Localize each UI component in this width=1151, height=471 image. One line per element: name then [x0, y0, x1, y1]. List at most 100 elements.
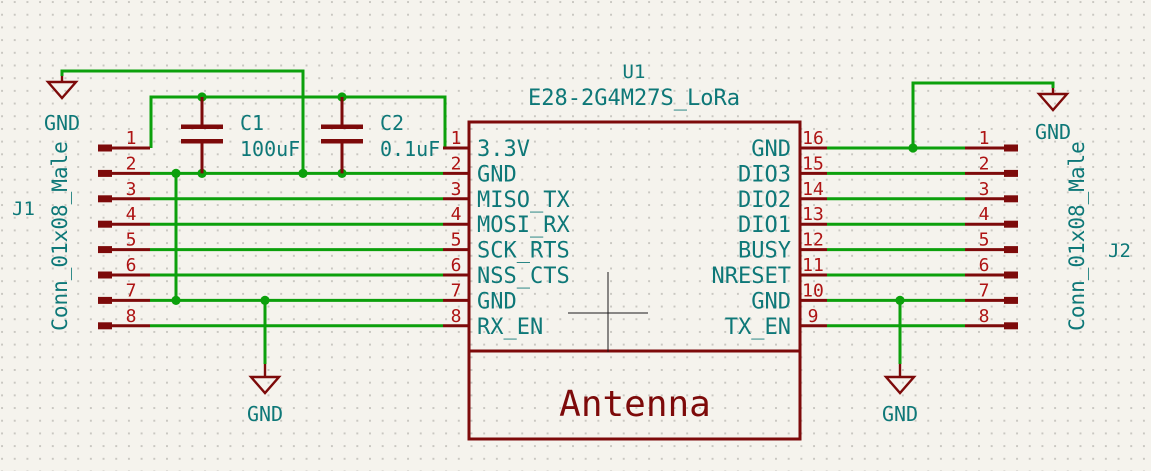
- u1-pin-number: 10: [802, 280, 824, 301]
- u1-antenna-label: Antenna: [559, 384, 711, 425]
- u1-pin-name: NRESET: [712, 264, 791, 289]
- u1-pin-number: 14: [802, 179, 824, 200]
- u1-pin-number: 6: [451, 255, 462, 276]
- u1-pin-name: TX_EN: [725, 315, 791, 340]
- j1-pin-pad: [98, 169, 112, 177]
- junction-dot[interactable]: [171, 168, 181, 178]
- u1-pin-name: GND: [751, 289, 791, 314]
- j2-pin-number: 3: [979, 179, 990, 200]
- gnd-label[interactable]: GND: [44, 111, 80, 135]
- u1-pin-name: RX_EN: [477, 315, 543, 340]
- u1-pin-name: NSS_CTS: [477, 264, 570, 289]
- j1-pin-pad: [98, 144, 112, 152]
- wire-segment[interactable]: [911, 81, 1055, 148]
- u1-reference[interactable]: U1: [623, 61, 646, 83]
- j2-pin-number: 5: [979, 230, 990, 251]
- u1-value[interactable]: E28-2G4M27S_LoRa: [528, 86, 740, 111]
- wire-layer: [60, 69, 1055, 364]
- j1-reference[interactable]: J1: [12, 198, 35, 220]
- c2-bottom-plate: [321, 139, 363, 144]
- c1-reference[interactable]: C1: [240, 111, 264, 135]
- u1-pin-name: MISO_TX: [477, 188, 570, 213]
- j2-pin-number: 1: [979, 128, 990, 149]
- u1-pin-name: DIO3: [738, 162, 791, 187]
- gnd-arrow-icon: [248, 364, 282, 395]
- u1-pin-number: 8: [451, 306, 462, 327]
- j1-pin-pad: [98, 271, 112, 279]
- junction-dot[interactable]: [171, 295, 181, 305]
- j2-pin-number: 7: [979, 280, 990, 301]
- j2-pin-number: 4: [979, 204, 990, 225]
- j1-pin-number: 2: [126, 153, 137, 174]
- u1-pin-name: DIO2: [738, 188, 791, 213]
- j1-pin-pad: [98, 195, 112, 203]
- j1-value[interactable]: Conn_01x08_Male: [48, 141, 72, 331]
- j2-pin-pad: [1004, 169, 1018, 177]
- j1-pin-pad: [98, 246, 112, 254]
- u1-pin-name: 3.3V: [477, 137, 530, 162]
- j2-value[interactable]: Conn_01x08_Male: [1065, 141, 1089, 331]
- j1-pin-number: 7: [126, 280, 137, 301]
- gnd-symbol-top-right[interactable]: GND: [1035, 88, 1071, 144]
- c2-capacitor-symbol[interactable]: C2 0.1uF: [321, 97, 440, 174]
- c1-value[interactable]: 100uF: [240, 137, 300, 161]
- j2-pin-pad: [1004, 195, 1018, 203]
- j2-pin-pad: [1004, 271, 1018, 279]
- junction-dot[interactable]: [895, 295, 905, 305]
- j1-pin-number: 3: [126, 179, 137, 200]
- c2-value[interactable]: 0.1uF: [380, 137, 440, 161]
- j1-pin-number: 6: [126, 255, 137, 276]
- gnd-symbol-top-left[interactable]: GND: [44, 76, 80, 135]
- u1-pin-number: 13: [802, 204, 824, 225]
- u1-pin-name: SCK_RTS: [477, 239, 570, 264]
- j2-pin-pad: [1004, 246, 1018, 254]
- j1-pin-number: 8: [126, 306, 137, 327]
- u1-body-outline[interactable]: [467, 120, 802, 441]
- c1-bottom-plate: [181, 139, 223, 144]
- j2-reference[interactable]: J2: [1108, 240, 1131, 262]
- u1-pin-number: 7: [451, 280, 462, 301]
- gnd-arrow-icon: [45, 76, 79, 100]
- gnd-label[interactable]: GND: [882, 402, 918, 426]
- gnd-label[interactable]: GND: [1035, 120, 1071, 144]
- u1-pin-name: GND: [477, 289, 517, 314]
- u1-pin-number: 5: [451, 230, 462, 251]
- junction-dot[interactable]: [298, 168, 308, 178]
- junction-dot[interactable]: [260, 295, 270, 305]
- c2-reference[interactable]: C2: [380, 111, 404, 135]
- j2-pin-number: 8: [979, 306, 990, 327]
- u1-pin-name: GND: [477, 162, 517, 187]
- junction-dot[interactable]: [908, 143, 918, 153]
- c1-capacitor-symbol[interactable]: C1 100uF: [181, 97, 300, 174]
- u1-pin-number: 11: [802, 255, 824, 276]
- u1-pin-number: 9: [808, 306, 819, 327]
- gnd-symbol-bottom-left[interactable]: GND: [247, 364, 283, 426]
- gnd-symbol-bottom-right[interactable]: GND: [882, 364, 918, 426]
- cursor-crosshair: [568, 272, 648, 352]
- u1-pin-number: 3: [451, 179, 462, 200]
- j1-pin-pad: [98, 296, 112, 304]
- u1-pin-number: 2: [451, 153, 462, 174]
- gnd-arrow-icon: [1036, 88, 1070, 112]
- wire-segment[interactable]: [60, 69, 305, 174]
- j1-pin-number: 1: [126, 128, 137, 149]
- c2-top-plate: [321, 124, 363, 129]
- j1-pin-pad: [98, 220, 112, 228]
- u1-pin-name: MOSI_RX: [477, 213, 570, 238]
- wire-segment[interactable]: [149, 95, 447, 148]
- u1-pin-name: DIO1: [738, 213, 791, 238]
- j2-pin-pad: [1004, 296, 1018, 304]
- u1-pin-number: 4: [451, 204, 462, 225]
- u1-pin-name: GND: [751, 137, 791, 162]
- gnd-label[interactable]: GND: [247, 402, 283, 426]
- j2-pin-pad: [1004, 144, 1018, 152]
- j1-pin-pad: [98, 322, 112, 330]
- c1-top-plate: [181, 124, 223, 129]
